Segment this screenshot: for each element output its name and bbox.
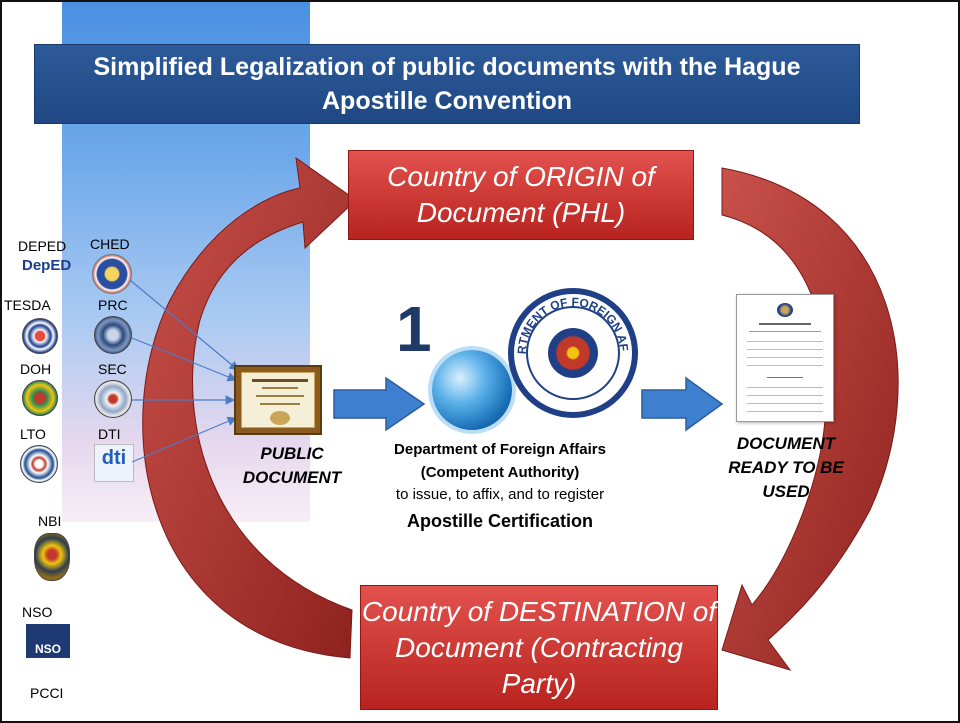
dfa-seal-text: DEPARTMENT OF FOREIGN AFFAIRS [508, 288, 631, 355]
dfa-subtitle: (Competent Authority) [420, 464, 580, 481]
deped-logo-text: DepED [22, 257, 72, 274]
sec-seal-icon [94, 380, 132, 418]
tesda-seal-icon [22, 318, 58, 354]
agency-label-sec: SEC [98, 361, 127, 377]
dti-logo: dti [94, 444, 134, 482]
agency-label-lto: LTO [20, 426, 46, 442]
globe-icon [432, 350, 512, 430]
nso-logo: NSO [26, 624, 70, 658]
document-ready-label: DOCUMENT READY TO BE USED [728, 434, 844, 501]
origin-box-label: Country of ORIGIN of Document (PHL) [387, 161, 655, 228]
dfa-cert: Apostille Certification [406, 511, 594, 531]
dfa-action: to issue, to affix, and to register [395, 486, 605, 503]
destination-country-box: Country of DESTINATION of Document (Cont… [360, 585, 718, 710]
dti-logo-text: dti [101, 447, 127, 469]
flow-arrow-to-dfa [333, 376, 426, 432]
origin-country-box: Country of ORIGIN of Document (PHL) [348, 150, 694, 240]
public-document-label: PUBLIC DOCUMENT [242, 444, 342, 487]
agency-label-nbi: NBI [38, 513, 62, 529]
agency-label-dti: DTI [98, 426, 121, 442]
nbi-seal-icon [34, 533, 70, 581]
agency-label-nso: NSO [22, 604, 53, 620]
agency-label-prc: PRC [98, 297, 128, 313]
agency-label-doh: DOH [20, 361, 52, 377]
apostille-emblem-icon [777, 303, 793, 317]
prc-seal-icon [94, 316, 132, 354]
svg-text:DEPARTMENT OF FOREIGN AFFAIRS: DEPARTMENT OF FOREIGN AFFAIRS [508, 288, 631, 355]
lto-seal-icon [20, 445, 58, 483]
agency-label-tesda: TESDA [4, 297, 51, 313]
agency-label-pcci: PCCI [30, 685, 64, 701]
step-number: 1 [396, 293, 432, 365]
public-document-certificate-image [234, 365, 322, 435]
dfa-seal-ring-text: DEPARTMENT OF FOREIGN AFFAIRS [508, 288, 631, 355]
agency-label-ched: CHED [90, 236, 130, 252]
ched-seal-icon [92, 254, 132, 294]
dfa-title: Department of Foreign Affairs [394, 441, 606, 458]
flow-arrow-to-ready [641, 376, 724, 432]
curved-arrow-left [142, 156, 357, 659]
nso-logo-text: NSO [34, 642, 61, 656]
certificate-inner [241, 372, 315, 428]
dfa-description: Department of Foreign Affairs (Competent… [340, 438, 660, 536]
title-banner: Simplified Legalization of public docume… [34, 44, 860, 124]
agency-label-deped: DEPED [18, 238, 67, 254]
page-title: Simplified Legalization of public docume… [93, 53, 801, 115]
dfa-seal-icon [508, 288, 638, 418]
destination-box-label: Country of DESTINATION of Document (Cont… [361, 595, 717, 699]
apostille-document-image [736, 294, 834, 422]
doh-seal-icon [22, 380, 58, 416]
deped-logo: DepED [22, 257, 72, 279]
